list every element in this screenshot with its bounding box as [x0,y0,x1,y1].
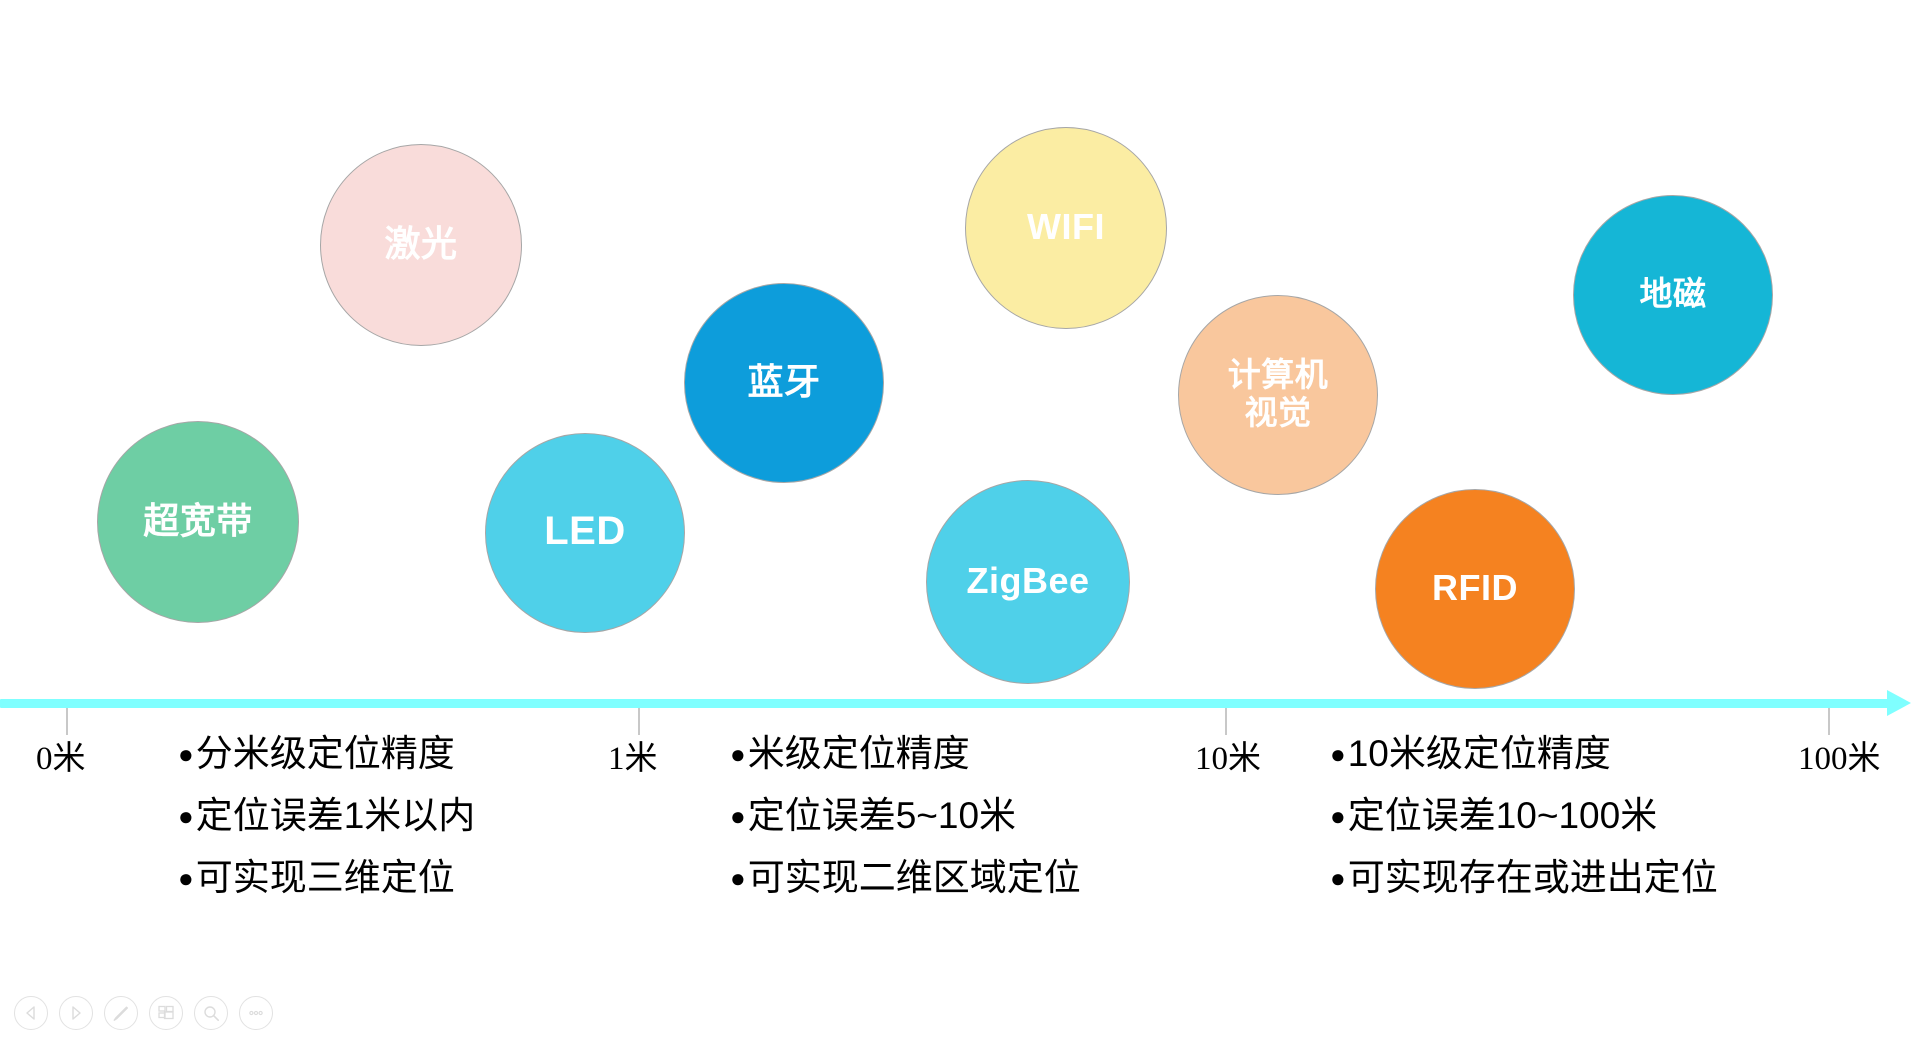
bullet-text: 米级定位精度 [747,733,970,774]
bubble-bluetooth: 蓝牙 [684,283,884,483]
bullet-text: 分米级定位精度 [195,733,455,774]
bubble-laser: 激光 [320,144,522,346]
bubble-uwb: 超宽带 [97,421,299,623]
axis-tick [66,708,68,735]
magnifier-icon [202,1004,221,1023]
bubble-label: WIFI [1027,206,1105,248]
axis-tick-label: 0米 [36,741,86,777]
slideshow-toolbar[interactable] [14,996,273,1030]
ellipsis-icon [246,1003,266,1023]
bubble-label: 蓝牙 [747,361,821,403]
axis-tick [638,708,640,735]
bullet-dot-icon: ● [178,863,194,893]
bullet-item: ●定位误差1米以内 [178,797,475,834]
bullet-item: ●米级定位精度 [730,735,1081,772]
pen-icon [111,1003,131,1023]
previous-slide-button[interactable] [14,996,48,1030]
more-options-button[interactable] [239,996,273,1030]
bubble-label: LED [544,509,626,554]
axis-tick-label: 100米 [1798,741,1881,777]
bullet-text: 可实现三维定位 [195,857,455,898]
bullet-dot-icon: ● [1330,863,1346,893]
next-slide-button[interactable] [59,996,93,1030]
bullet-item: ●可实现存在或进出定位 [1330,859,1718,896]
zoom-tool-button[interactable] [194,996,228,1030]
bullet-dot-icon: ● [730,739,746,769]
bubble-label: 超宽带 [143,500,253,542]
bullet-item: ●10米级定位精度 [1330,735,1718,772]
bullet-dot-icon: ● [1330,739,1346,769]
bullet-dot-icon: ● [1330,801,1346,831]
bullet-column-ten-meter-accuracy: ●10米级定位精度●定位误差10~100米●可实现存在或进出定位 [1330,735,1718,921]
bubble-label: 计算机 视觉 [1227,356,1329,431]
bullet-item: ●可实现三维定位 [178,859,475,896]
bullet-text: 可实现二维区域定位 [747,857,1081,898]
axis-tick [1225,708,1227,735]
bubble-label: RFID [1432,567,1518,609]
axis-tick-label: 10米 [1195,741,1261,777]
bubble-rfid: RFID [1375,489,1575,689]
bullet-text: 定位误差5~10米 [747,795,1017,836]
bullet-dot-icon: ● [178,739,194,769]
bullet-dot-icon: ● [730,801,746,831]
bullet-text: 定位误差10~100米 [1347,795,1658,836]
bullet-dot-icon: ● [730,863,746,893]
slides-icon [157,1004,176,1023]
bubble-led: LED [485,433,685,633]
bullet-dot-icon: ● [178,801,194,831]
bullet-item: ●定位误差5~10米 [730,797,1081,834]
pen-tool-button[interactable] [104,996,138,1030]
bullet-item: ●定位误差10~100米 [1330,797,1718,834]
bubble-zigbee: ZigBee [926,480,1130,684]
axis-tick [1828,708,1830,735]
bubble-label: 地磁 [1639,275,1707,313]
bullet-text: 可实现存在或进出定位 [1347,857,1718,898]
bullet-item: ●分米级定位精度 [178,735,475,772]
slide-layout-button[interactable] [149,996,183,1030]
bullet-column-decimeter-accuracy: ●分米级定位精度●定位误差1米以内●可实现三维定位 [178,735,475,921]
axis-line [0,699,1889,708]
bubble-label: ZigBee [966,560,1090,602]
bubble-cv: 计算机 视觉 [1178,295,1378,495]
triangle-left-icon [22,1004,40,1022]
bullet-column-meter-accuracy: ●米级定位精度●定位误差5~10米●可实现二维区域定位 [730,735,1081,921]
axis-tick-label: 1米 [608,741,658,777]
bullet-item: ●可实现二维区域定位 [730,859,1081,896]
triangle-right-icon [67,1004,85,1022]
bubble-wifi: WIFI [965,127,1167,329]
axis-arrow-icon [1887,690,1911,716]
bullet-text: 10米级定位精度 [1347,733,1611,774]
bullet-text: 定位误差1米以内 [195,795,476,836]
bubble-geomag: 地磁 [1573,195,1773,395]
bubble-label: 激光 [384,223,458,265]
